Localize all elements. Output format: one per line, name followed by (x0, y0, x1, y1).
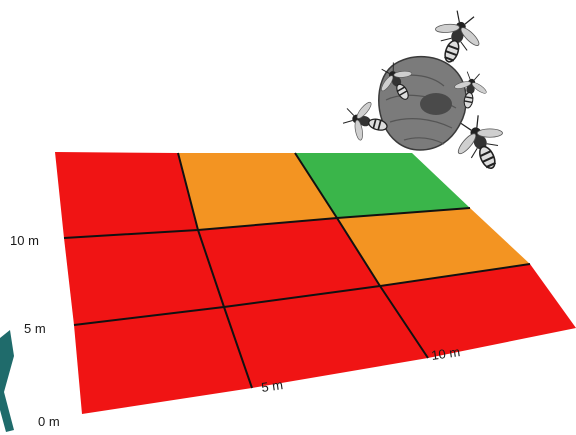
grid-cell-1-3 (295, 153, 470, 218)
grid-cell-3-1 (74, 307, 252, 414)
grid-cell-3-2 (224, 286, 428, 388)
grid-line-col-1 (177, 152, 253, 389)
grid-line-row-1 (63, 207, 471, 239)
wasp-icon (454, 71, 487, 109)
label-bottom-10m: 10 m (430, 344, 461, 363)
grid-cell-1-1 (55, 152, 198, 238)
label-left-5m: 5 m (24, 321, 46, 336)
grid-lines (63, 152, 531, 389)
wasp-icon (342, 101, 388, 141)
label-origin: 0 m (38, 414, 60, 429)
label-bottom-5m: 5 m (260, 377, 284, 395)
person-icon (0, 330, 14, 432)
grid-line-col-2 (294, 152, 429, 359)
wasp-icon (381, 62, 413, 100)
grid-cell-2-3 (337, 208, 530, 286)
grid-cell-1-2 (178, 153, 337, 230)
grid-cell-3-3 (380, 264, 576, 358)
grid-cell-2-1 (64, 230, 224, 325)
label-left-10m: 10 m (10, 233, 39, 248)
grid-cell-2-2 (198, 218, 380, 307)
grid-cells (55, 152, 576, 414)
grid-line-row-2 (73, 263, 531, 326)
wasp-icon (457, 115, 503, 170)
wasp-nest-icon (378, 55, 467, 151)
wasp-icon (435, 10, 480, 63)
